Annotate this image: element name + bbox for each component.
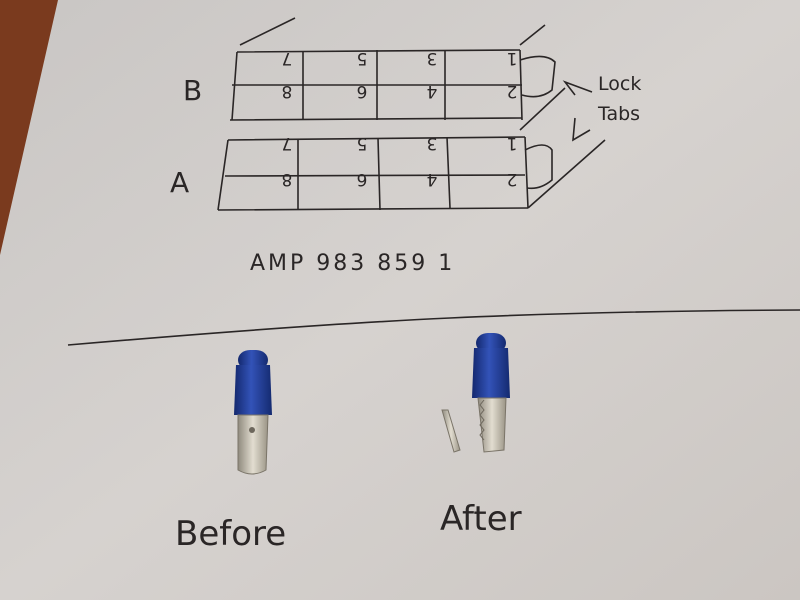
lock-label: Lock <box>598 73 641 95</box>
cell-number: 8 <box>282 81 293 101</box>
cell-number: 7 <box>282 48 293 68</box>
cell-number: 4 <box>427 81 438 101</box>
terminal-before <box>234 350 272 475</box>
lock-tab-b <box>239 17 556 98</box>
terminal-after <box>441 333 510 453</box>
cell-number: 5 <box>357 133 368 153</box>
part-number: AMP 983 859 1 <box>250 251 455 276</box>
lock-tab-a <box>519 87 606 209</box>
arrow-marks <box>562 80 593 142</box>
cell-number: 6 <box>357 169 368 189</box>
grid-columns <box>297 50 451 211</box>
after-label: After <box>440 499 522 539</box>
cell-number: 3 <box>427 48 438 68</box>
removed-lock-tab <box>441 409 461 453</box>
cell-number: 7 <box>282 133 293 153</box>
divider-line <box>67 309 800 346</box>
cell-number: 4 <box>427 169 438 189</box>
connector-sketch <box>67 17 800 346</box>
wood-table-corner <box>0 0 58 255</box>
cell-number: 3 <box>427 133 438 153</box>
grid-edges <box>217 49 529 211</box>
cell-numbers: 7 5 3 1 8 6 4 2 7 5 3 1 8 6 4 2 <box>282 48 518 189</box>
cell-number: 5 <box>357 48 368 68</box>
cell-number: 1 <box>507 48 518 68</box>
cell-number: 8 <box>282 169 293 189</box>
cell-number: 2 <box>507 169 518 189</box>
cell-number: 1 <box>507 133 518 153</box>
row-label-a: A <box>170 166 189 199</box>
cell-number: 2 <box>507 81 518 101</box>
cell-number: 6 <box>357 81 368 101</box>
before-label: Before <box>175 514 286 554</box>
row-label-b: B <box>183 74 202 107</box>
tabs-label: Tabs <box>597 103 640 125</box>
